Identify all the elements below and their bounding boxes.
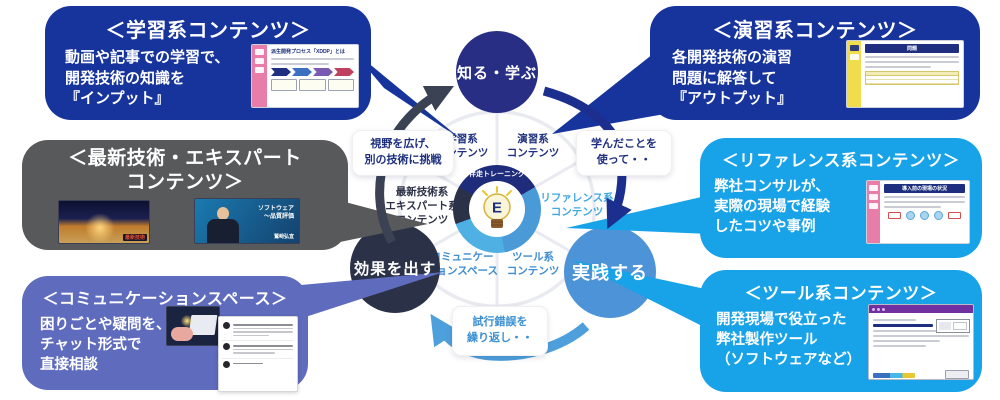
- callout-reference-body: 弊社コンサルが、 実際の現場で経験 したコツや事例: [714, 179, 830, 235]
- tool-input-group: [936, 319, 970, 333]
- expert-video2-thumbnail: ソフトウェア ～品質評価 鷲﨑弘宜: [194, 198, 300, 244]
- learning-slide-thumbnail: 派生開発プロセス「XDDP」とは: [251, 44, 359, 108]
- slide-sidebar: [867, 181, 880, 243]
- wheel-label-tool: ツール系 コンテンツ: [506, 251, 560, 277]
- transition-apply: 学んだことを 使って・・: [576, 130, 672, 176]
- stage-practice: 実践する: [564, 226, 656, 318]
- callout-reference: ＜リファレンス系コンテンツ＞ 弊社コンサルが、 実際の現場で経験 したコツや事例…: [700, 138, 982, 258]
- callout-tool-title: ＜ツール系コンテンツ＞: [744, 284, 938, 303]
- callout-exercise-body: 各開発技術の演習 問題に解答して 『アウトプット』: [672, 49, 793, 108]
- expert-video1-thumbnail: 最新技術: [58, 200, 150, 244]
- tool-progress-strip: [873, 373, 915, 378]
- reference-slide-title: 導入前の現場の状況: [884, 184, 965, 193]
- lightbulb-icon: E: [482, 186, 512, 228]
- slide-sidebar: [252, 45, 267, 107]
- tool-window-titlebar: [869, 305, 973, 313]
- tool-button: [945, 370, 969, 379]
- learning-slide-title: 派生開発プロセス「XDDP」とは: [271, 49, 345, 55]
- expert-video2-presenter: 鷲﨑弘宜: [273, 234, 294, 240]
- exercise-slide-title: 問題: [865, 44, 959, 53]
- stage-practice-label: 実践する: [572, 263, 648, 283]
- presenter-face: [217, 207, 229, 220]
- stage-effect: 効果を出す: [350, 223, 440, 313]
- exercise-slide-thumbnail: 問題: [846, 40, 964, 108]
- reference-diagram: [884, 211, 965, 220]
- callout-communication-title: ＜コミュニケーションスペース＞: [42, 291, 288, 308]
- transition-broaden: 視野を広げ、 別の技術に挑戦: [352, 130, 454, 176]
- bulb-glow: [181, 315, 193, 327]
- tool-window-thumbnail: [868, 304, 974, 380]
- reference-slide-thumbnail: 導入前の現場の状況: [866, 180, 970, 244]
- process-chevrons: [271, 68, 354, 76]
- expert-video2-title: ソフトウェア ～品質評価: [257, 206, 294, 221]
- callout-exercise-title: ＜演習系コンテンツ＞: [712, 20, 918, 42]
- transition-iterate: 試行錯誤を 繰り返し・・: [452, 306, 548, 356]
- hub-ring: E: [453, 165, 541, 253]
- wheel-label-exercise: 演習系 コンテンツ: [506, 133, 560, 159]
- communication-video-thumbnail: [166, 306, 220, 346]
- callout-learning: ＜学習系コンテンツ＞ 動画や記事での学習で、 開発技術の知識を 『インプット』 …: [45, 6, 371, 120]
- hub-center: E: [469, 181, 525, 237]
- callout-exercise: ＜演習系コンテンツ＞ 各開発技術の演習 問題に解答して 『アウトプット』 問題: [650, 6, 980, 120]
- callout-learning-body: 動画や記事での学習で、 開発技術の知識を 『インプット』: [65, 49, 230, 108]
- slide-sidebar: [847, 41, 861, 107]
- stage-know-label: 知る・学ぶ: [456, 64, 537, 82]
- tool-heading-line: [873, 324, 933, 327]
- chat-thread-thumbnail: [218, 316, 298, 392]
- presenter-body: [207, 219, 239, 243]
- expert-video1-label: 最新技術: [122, 234, 147, 241]
- callout-learning-title: ＜学習系コンテンツ＞: [105, 20, 311, 42]
- callout-tool: ＜ツール系コンテンツ＞ 開発現場で役立った 弊社製作ツール （ソフトウェアなど）: [700, 270, 982, 392]
- callout-expert-title: ＜最新技術・エキスパート コンテンツ＞: [68, 148, 302, 193]
- stage-effect-label: 効果を出す: [353, 261, 437, 278]
- hand-shape: [171, 327, 193, 341]
- callout-communication-body: 困りごとや疑問を、 チャット形式で 直接相談: [40, 317, 171, 373]
- stage-know: 知る・学ぶ: [456, 31, 538, 113]
- wheel-label-communication: コミュニケー ションスペース: [425, 251, 499, 277]
- bulb-letter: E: [492, 200, 502, 217]
- callout-reference-title: ＜リファレンス系コンテンツ＞: [722, 152, 960, 170]
- callout-expert: ＜最新技術・エキスパート コンテンツ＞ 最新技術 ソフトウェア ～品質評価 鷲﨑…: [22, 140, 348, 250]
- callout-tool-body: 開発現場で役立った 弊社製作ツール （ソフトウェアなど）: [716, 312, 861, 368]
- hub-label: 伴走トレーニング: [469, 171, 525, 178]
- exercise-answer-table: [865, 71, 959, 85]
- sunrise-glow: [85, 213, 115, 243]
